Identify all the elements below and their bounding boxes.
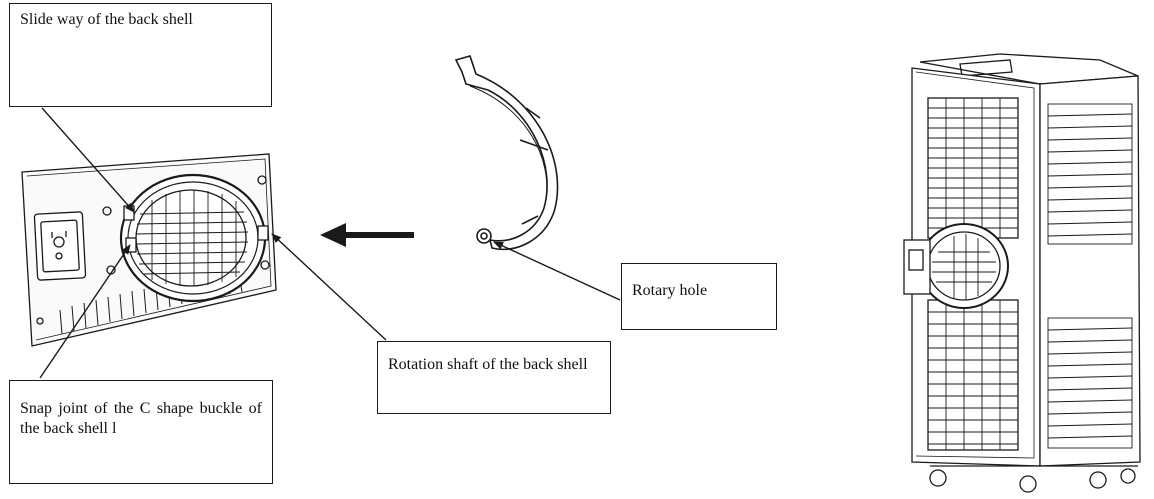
rotary-hole-label: Rotary hole xyxy=(621,263,777,330)
leader-snap-joint xyxy=(39,244,131,379)
leader-slide-way xyxy=(41,107,135,213)
leader-lines xyxy=(39,107,621,379)
air-conditioner-illustration xyxy=(903,53,1141,493)
left-arrow-icon xyxy=(320,223,414,247)
snap-joint-label: Snap joint of the C shape buckle of the … xyxy=(9,380,273,484)
rotation-shaft-label: Rotation shaft of the back shell xyxy=(377,341,611,414)
c-shape-buckle-illustration xyxy=(454,55,559,251)
back-panel-illustration xyxy=(21,153,277,347)
leader-rotary-hole xyxy=(493,241,621,301)
slide-way-label: Slide way of the back shell xyxy=(9,3,272,107)
leader-rotation-shaft xyxy=(271,233,387,341)
